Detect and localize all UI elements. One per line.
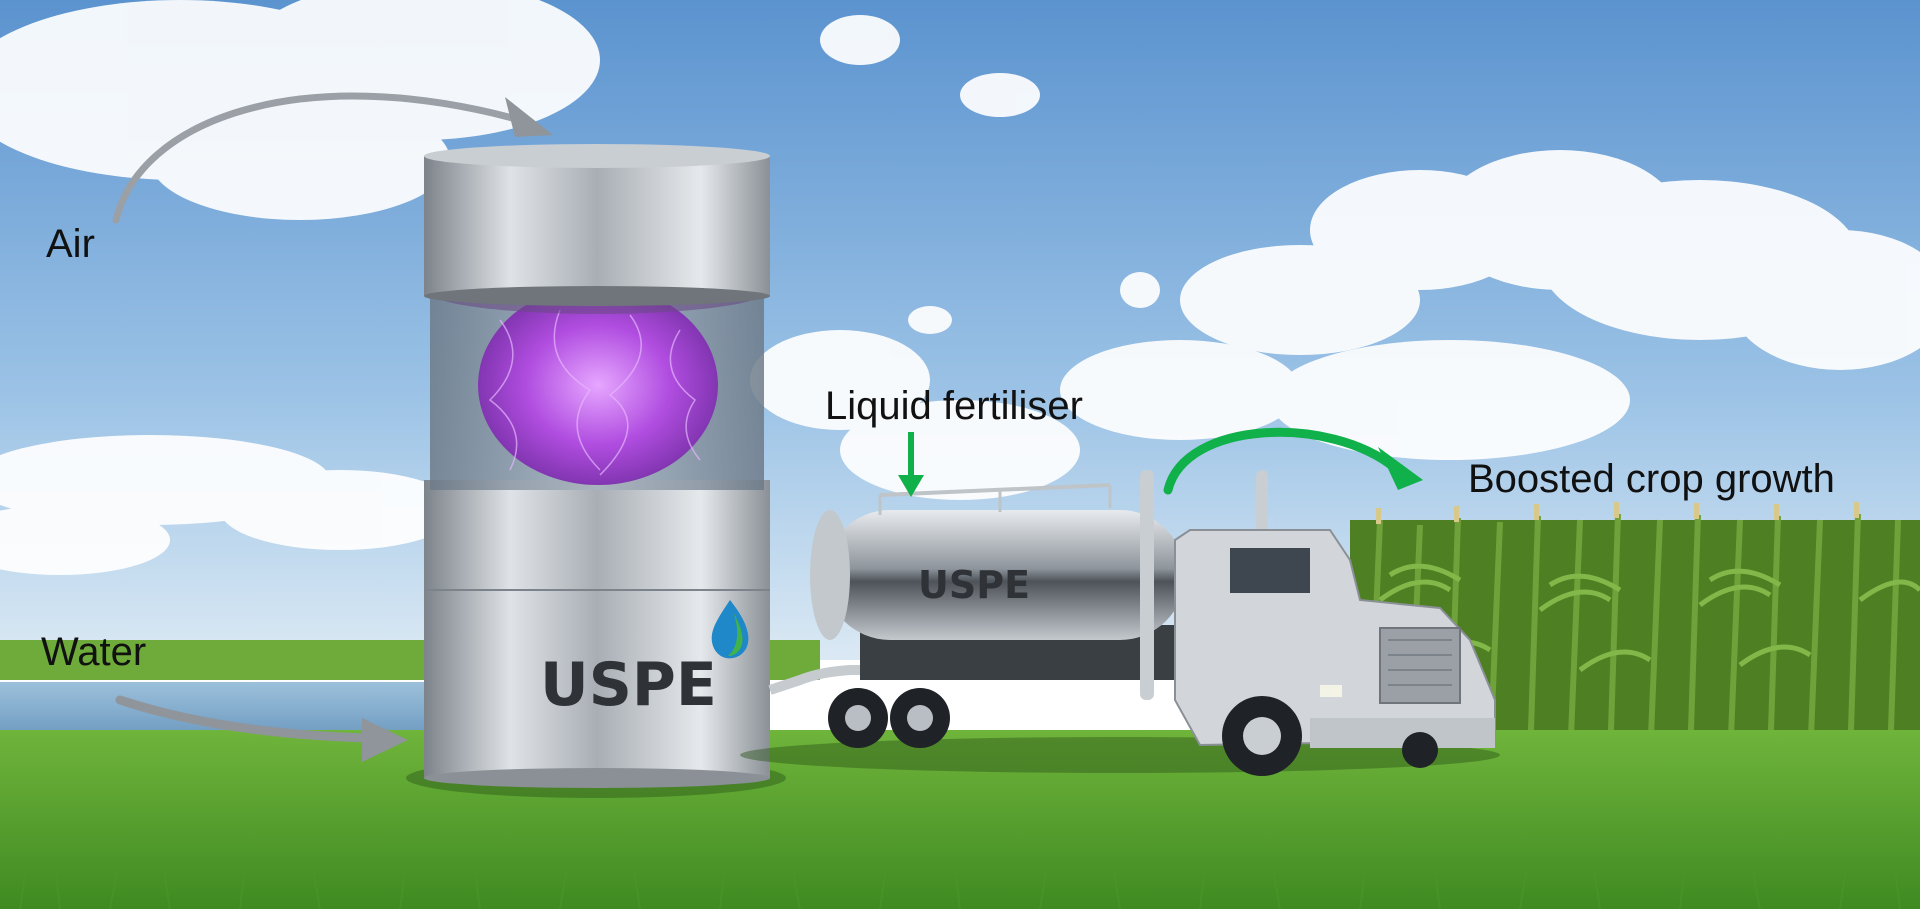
transfer-pipe xyxy=(768,665,990,695)
tank-logo-text: USPE xyxy=(540,650,717,720)
growth-arrowhead-icon xyxy=(1378,447,1423,490)
liquid-fertiliser-label: Liquid fertiliser xyxy=(825,384,1083,428)
reactor-lid xyxy=(424,156,770,296)
tanker-body xyxy=(825,510,1185,640)
truck-wheels xyxy=(828,688,1438,776)
grass-texture xyxy=(19,864,1901,909)
water-arrowhead-icon xyxy=(362,718,408,762)
clouds xyxy=(0,0,1920,575)
growth-arrow-icon xyxy=(1163,427,1400,495)
reactor-tank xyxy=(406,144,786,798)
grass xyxy=(0,730,1920,909)
air-arrow-icon xyxy=(112,92,524,224)
water-arrow-icon xyxy=(115,695,375,743)
boosted-crop-growth-label: Boosted crop growth xyxy=(1468,457,1835,501)
water-label: Water xyxy=(41,630,147,674)
tanker-truck: USPE xyxy=(740,470,1500,776)
fertiliser-arrowhead-icon xyxy=(898,475,924,497)
tank-logo: USPE xyxy=(540,600,749,720)
plasma-glow xyxy=(478,285,718,485)
air-label: Air xyxy=(46,222,95,266)
truck-logo-text: USPE xyxy=(918,563,1030,607)
air-arrowhead-icon xyxy=(505,97,553,137)
